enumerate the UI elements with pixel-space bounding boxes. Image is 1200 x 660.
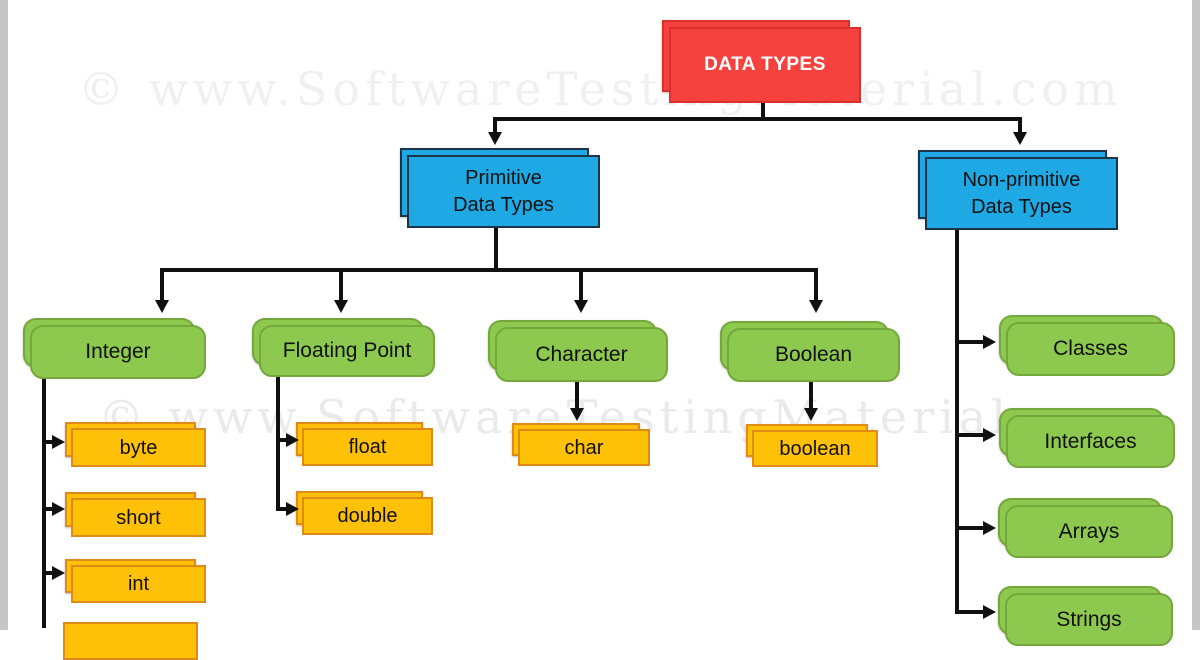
node-strings-label: Strings	[1056, 607, 1122, 631]
connector-character-drop	[579, 268, 583, 302]
connector-byte-branch	[42, 440, 54, 444]
node-interfaces: Interfaces	[999, 408, 1175, 468]
connector-short-branch	[42, 507, 54, 511]
node-arrays-label: Arrays	[1058, 519, 1120, 543]
connector-float-branch	[276, 438, 288, 442]
arrowhead-booleanleaf-icon	[804, 408, 818, 421]
node-non-primitive-label-line2: Data Types	[971, 195, 1072, 218]
node-classes: Classes	[999, 315, 1175, 376]
arrowhead-character-icon	[574, 300, 588, 313]
node-short-label: short	[116, 506, 161, 529]
node-non-primitive: Non-primitive Data Types	[918, 150, 1118, 230]
connector-root-stem	[761, 101, 765, 119]
connector-interfaces-branch	[955, 433, 985, 437]
left-edge-strip	[0, 0, 8, 630]
node-double-label: double	[337, 505, 398, 527]
connector-integer-stem	[42, 379, 46, 628]
arrowhead-classes-icon	[983, 335, 996, 349]
arrowhead-primitive-icon	[488, 132, 502, 145]
node-floating-point: Floating Point	[252, 318, 435, 377]
node-float-label: float	[348, 436, 387, 458]
connector-arrays-branch	[955, 526, 985, 530]
connector-types-bar	[160, 268, 818, 272]
connector-booleanleaf-drop	[809, 382, 813, 410]
node-floating-point-label: Floating Point	[282, 339, 412, 362]
arrowhead-double-icon	[286, 502, 299, 516]
connector-primitive-drop	[493, 117, 497, 134]
node-non-primitive-label-line1: Non-primitive	[962, 168, 1081, 191]
node-primitive-label-line2: Data Types	[453, 193, 554, 216]
connector-int-branch	[42, 571, 54, 575]
node-strings: Strings	[998, 586, 1173, 646]
node-primitive: Primitive Data Types	[400, 148, 600, 228]
node-partial-bottom	[63, 622, 198, 660]
arrowhead-arrays-icon	[983, 521, 996, 535]
connector-boolean-drop	[814, 268, 818, 302]
arrowhead-float-icon	[286, 433, 299, 447]
connector-primitive-stem	[494, 226, 498, 270]
node-character: Character	[488, 320, 668, 382]
node-char: char	[512, 423, 650, 466]
node-boolean: boolean	[746, 424, 878, 467]
arrowhead-boolean-icon	[809, 300, 823, 313]
arrowhead-interfaces-icon	[983, 428, 996, 442]
arrowhead-int-icon	[52, 566, 65, 580]
node-interfaces-label: Interfaces	[1044, 429, 1137, 453]
node-double: double	[296, 491, 433, 535]
node-char-label: char	[564, 436, 604, 459]
connector-nonprimitive-stem	[955, 230, 959, 613]
node-boolean-type-label: Boolean	[774, 343, 853, 366]
arrowhead-floating-icon	[334, 300, 348, 313]
connector-strings-branch	[955, 610, 985, 614]
node-arrays: Arrays	[998, 498, 1173, 558]
arrowhead-strings-icon	[983, 605, 996, 619]
node-primitive-label-line1: Primitive	[465, 166, 542, 189]
node-byte: byte	[65, 422, 206, 467]
connector-top-bar	[493, 117, 1022, 121]
node-data-types-label: DATA TYPES	[704, 54, 826, 75]
connector-floating-drop	[339, 268, 343, 302]
watermark-top: © www.SoftwareTestingMaterial.com	[78, 62, 1123, 116]
arrowhead-short-icon	[52, 502, 65, 516]
node-integer: Integer	[23, 318, 206, 379]
node-classes-label: Classes	[1053, 337, 1128, 360]
node-boolean-type: Boolean	[720, 321, 900, 382]
right-edge-strip	[1192, 0, 1200, 630]
node-character-label: Character	[535, 342, 628, 366]
arrowhead-char-icon	[570, 408, 584, 421]
arrowhead-integer-icon	[155, 300, 169, 313]
node-integer-label: Integer	[85, 340, 151, 363]
connector-classes-branch	[955, 340, 985, 344]
node-data-types: DATA TYPES	[662, 20, 861, 103]
arrowhead-nonprimitive-icon	[1013, 132, 1027, 145]
arrowhead-byte-icon	[52, 435, 65, 449]
node-int-label: int	[127, 573, 150, 595]
node-int: int	[65, 559, 206, 603]
connector-char-drop	[575, 382, 579, 410]
connector-nonprimitive-drop	[1018, 117, 1022, 134]
connector-integer-drop	[160, 268, 164, 302]
connector-double-branch	[276, 507, 288, 511]
node-short: short	[65, 492, 206, 537]
node-boolean-label: boolean	[779, 437, 851, 460]
node-byte-label: byte	[119, 436, 158, 459]
node-float: float	[296, 422, 433, 466]
connector-floating-stem	[276, 377, 280, 510]
